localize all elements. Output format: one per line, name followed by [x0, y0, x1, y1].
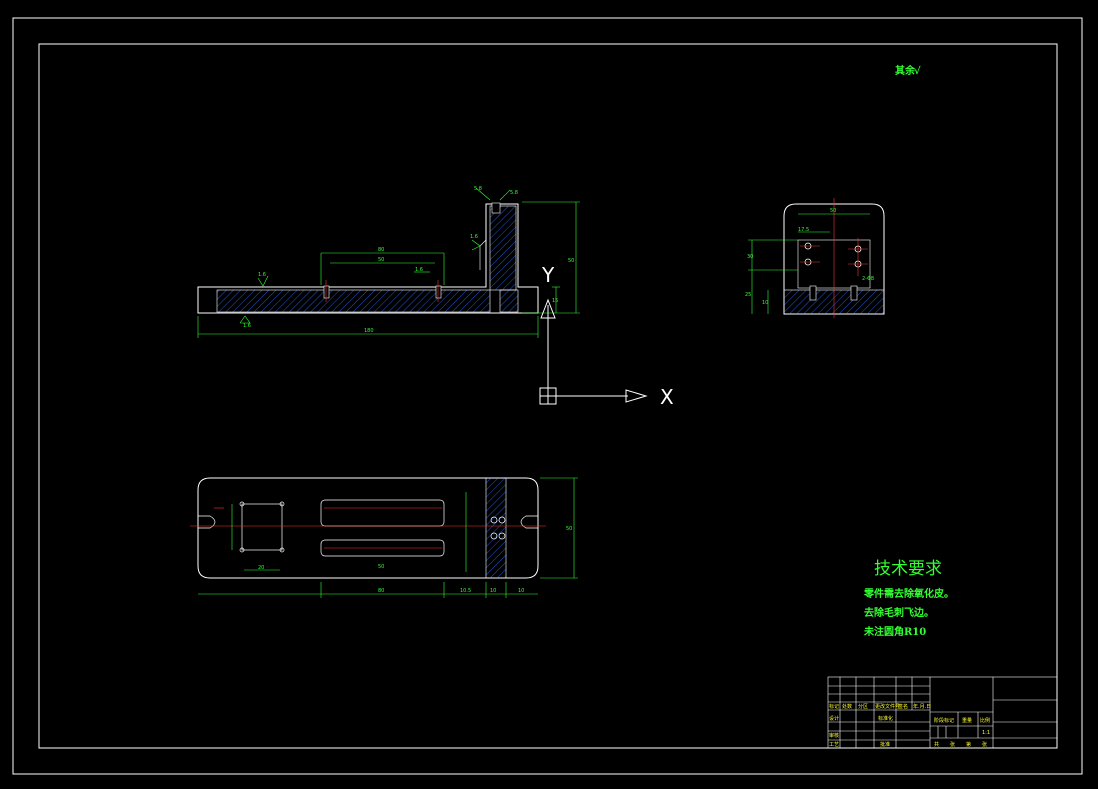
front-slot-upright: [491, 202, 501, 214]
svg-text:10: 10: [518, 588, 524, 594]
svg-text:30: 30: [747, 254, 753, 260]
svg-text:50: 50: [378, 564, 384, 570]
roughness-note: 其余 √: [895, 64, 921, 77]
svg-text:5.8: 5.8: [474, 186, 482, 192]
outer-frame: [12, 17, 1083, 775]
svg-text:25: 25: [745, 292, 751, 298]
svg-text:分区: 分区: [858, 703, 868, 710]
front-slot-right: [435, 285, 442, 299]
svg-text:处数: 处数: [842, 703, 852, 710]
svg-text:1.6: 1.6: [415, 267, 423, 273]
svg-text:1:1: 1:1: [982, 730, 990, 736]
svg-text:标准化: 标准化: [878, 715, 893, 722]
svg-text:设计: 设计: [829, 715, 839, 722]
svg-text:10.5: 10.5: [460, 588, 471, 594]
front-slot-left: [323, 285, 330, 299]
svg-text:1.6: 1.6: [243, 323, 251, 329]
technical-requirements: 技术要求 零件需去除氧化皮。 去除毛刺飞边。 未注圆角R10: [863, 559, 954, 638]
svg-text:年.月.日: 年.月.日: [913, 703, 931, 710]
side-view: 50 17.5 30 25 10 2-Φ8: [745, 198, 885, 318]
svg-text:张: 张: [950, 741, 955, 748]
svg-text:180: 180: [364, 328, 374, 334]
svg-text:10: 10: [762, 300, 768, 306]
svg-text:张: 张: [982, 741, 987, 748]
svg-text:50: 50: [566, 526, 572, 532]
svg-text:第: 第: [966, 741, 971, 748]
tech-req-item-3: 未注圆角R10: [863, 625, 926, 638]
svg-text:50: 50: [378, 257, 384, 263]
svg-text:批准: 批准: [880, 741, 890, 748]
title-block: [827, 676, 1058, 749]
svg-text:20: 20: [258, 565, 264, 571]
svg-text:阶段标记: 阶段标记: [934, 717, 954, 724]
front-hatch-base: [216, 289, 491, 313]
svg-text:80: 80: [378, 247, 384, 253]
svg-text:比例: 比例: [980, 717, 990, 724]
top-view-outline: [197, 477, 539, 579]
x-axis-label: X: [660, 385, 674, 409]
tech-req-title: 技术要求: [874, 559, 942, 579]
svg-text:工艺: 工艺: [829, 742, 839, 748]
front-hatch-right: [499, 289, 519, 313]
svg-text:50: 50: [568, 258, 574, 264]
svg-text:5.8: 5.8: [510, 190, 518, 196]
tech-req-item-2: 去除毛刺飞边。: [864, 606, 934, 619]
svg-text:√: √: [914, 65, 921, 77]
svg-text:10: 10: [490, 588, 496, 594]
top-view: 80 20 10.5 10 10 50 50: [190, 477, 578, 598]
svg-text:15: 15: [552, 298, 558, 304]
front-view-outline: [197, 203, 539, 314]
front-view: 180 80 50 50 15 5.8 5.8 1.6 1.6 1.6 1.6: [197, 186, 580, 338]
tech-req-item-1: 零件需去除氧化皮。: [863, 587, 954, 600]
svg-text:签名: 签名: [898, 703, 908, 710]
svg-text:其余: 其余: [895, 64, 916, 77]
svg-text:50: 50: [830, 208, 836, 214]
svg-text:80: 80: [378, 588, 384, 594]
svg-text:2-Φ8: 2-Φ8: [862, 276, 874, 282]
side-view-outline: [783, 203, 885, 315]
svg-text:标记: 标记: [829, 703, 839, 710]
inner-frame: [38, 43, 1058, 749]
y-axis-label: Y: [541, 263, 555, 287]
svg-text:1.6: 1.6: [258, 272, 266, 278]
svg-text:审核: 审核: [829, 732, 839, 739]
svg-text:17.5: 17.5: [798, 227, 809, 233]
svg-text:1.6: 1.6: [470, 234, 478, 240]
front-hatch-upright: [489, 205, 517, 291]
ucs-icon: Y X: [539, 263, 674, 409]
title-block-text: 标记 处数 分区 更改文件号 签名 年.月.日 设计 标准化 阶段标记 重量 比…: [829, 703, 990, 748]
svg-text:共: 共: [934, 741, 939, 748]
svg-text:更改文件号: 更改文件号: [875, 703, 900, 710]
svg-text:重量: 重量: [962, 717, 972, 724]
